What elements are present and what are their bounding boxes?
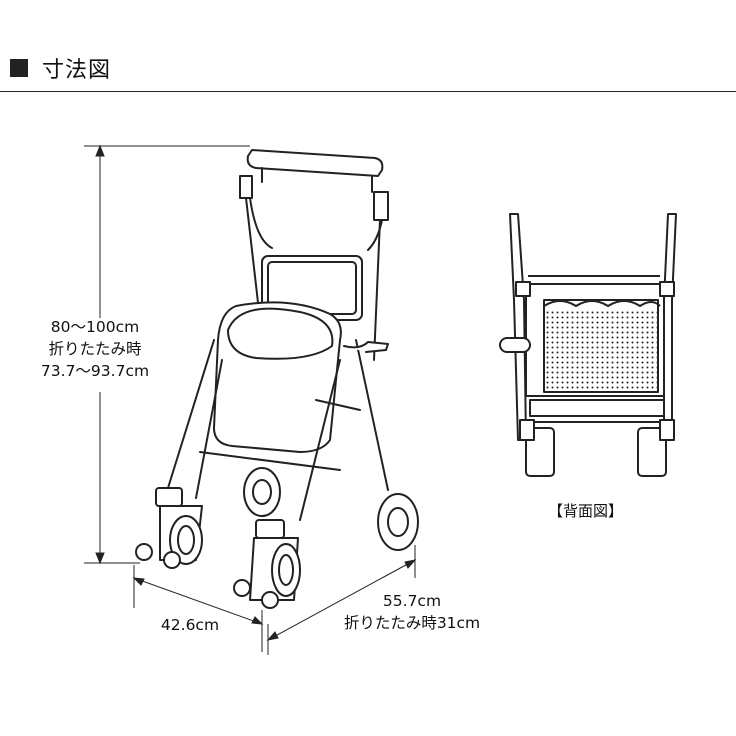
walker-back-illustration bbox=[499, 213, 677, 477]
depth-folded-value: 折りたたみ時31cm bbox=[343, 614, 481, 632]
section-title: 寸法図 bbox=[42, 58, 112, 83]
square-bullet-icon bbox=[10, 59, 28, 77]
height-dimension-line bbox=[84, 144, 250, 565]
height-folded-range: 73.7～93.7cm bbox=[40, 362, 150, 380]
back-view-caption: 【背面図】 bbox=[548, 502, 624, 520]
depth-value: 55.7cm bbox=[382, 592, 442, 610]
height-range: 80～100cm bbox=[50, 318, 140, 336]
height-dimension-label: 80～100cm 折りたたみ時 73.7～93.7cm bbox=[20, 316, 170, 382]
width-value: 42.6cm bbox=[160, 616, 220, 634]
height-folded-label: 折りたたみ時 bbox=[48, 340, 142, 358]
section-header: 寸法図 bbox=[10, 52, 111, 84]
depth-dimension-label: 55.7cm 折りたたみ時31cm bbox=[322, 590, 502, 634]
header-divider bbox=[0, 91, 736, 92]
width-dimension-line bbox=[132, 565, 264, 652]
width-dimension-label: 42.6cm bbox=[145, 614, 235, 636]
depth-dimension-line bbox=[266, 545, 417, 655]
walker-front-illustration bbox=[135, 149, 419, 609]
